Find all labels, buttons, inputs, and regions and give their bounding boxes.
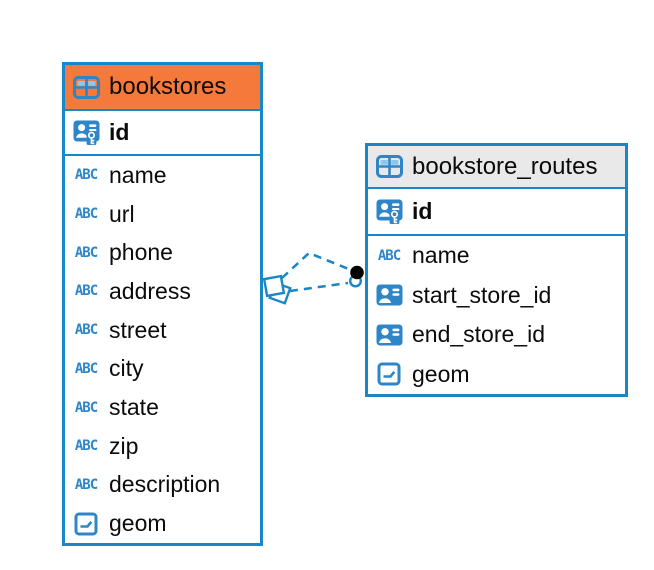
column-row-phone[interactable]: ABC phone — [65, 233, 260, 272]
column-row-city[interactable]: ABC city — [65, 350, 260, 389]
primary-key-icon — [71, 120, 101, 146]
column-row-start_store_id[interactable]: start_store_id — [368, 276, 625, 316]
relationship-line-upper[interactable] — [281, 251, 352, 279]
column-name: phone — [109, 239, 173, 266]
column-row-street[interactable]: ABC street — [65, 311, 260, 350]
column-name: street — [109, 316, 167, 343]
column-row-geom[interactable]: geom — [65, 504, 260, 543]
text-icon: ABC — [74, 476, 98, 493]
column-list: id ABC name ABC url ABC phone ABC addres… — [65, 111, 260, 543]
text-icon: ABC — [74, 283, 98, 300]
foreign-key-icon — [374, 284, 404, 306]
text-icon: ABC — [74, 322, 98, 339]
column-list: id ABC name start_store_id end_store_id … — [368, 189, 625, 394]
text-icon: ABC — [377, 247, 401, 264]
column-name: id — [412, 198, 433, 224]
text-icon: ABC — [74, 206, 98, 223]
column-name: state — [109, 394, 159, 421]
column-name: zip — [109, 432, 139, 459]
column-row-id[interactable]: id — [368, 189, 625, 236]
column-name: geom — [412, 360, 470, 387]
table-header[interactable]: bookstore_routes — [368, 146, 625, 189]
column-name: geom — [109, 510, 167, 537]
geometry-icon — [71, 512, 101, 536]
column-row-zip[interactable]: ABC zip — [65, 427, 260, 466]
column-row-geom[interactable]: geom — [368, 355, 625, 395]
primary-key-icon — [374, 199, 404, 225]
table-title: bookstores — [109, 73, 227, 100]
text-icon: ABC — [74, 399, 98, 416]
text-icon: ABC — [74, 360, 98, 377]
entity-table-bookstores[interactable]: bookstores id ABC name ABC url ABC phone… — [62, 62, 263, 546]
text-icon: ABC — [74, 438, 98, 455]
one-end-icon — [349, 265, 364, 288]
column-name: city — [109, 355, 144, 382]
column-row-address[interactable]: ABC address — [65, 272, 260, 311]
column-row-url[interactable]: ABC url — [65, 195, 260, 234]
column-row-state[interactable]: ABC state — [65, 388, 260, 427]
table-icon — [374, 155, 404, 178]
column-row-name[interactable]: ABC name — [65, 156, 260, 195]
column-row-id[interactable]: id — [65, 111, 260, 156]
many-end-icon — [262, 274, 292, 305]
foreign-key-icon — [374, 324, 404, 346]
entity-table-bookstore-routes[interactable]: bookstore_routes id ABC name start_store… — [365, 143, 628, 397]
table-icon — [71, 75, 101, 99]
geometry-icon — [374, 362, 404, 386]
column-name: id — [109, 119, 130, 145]
relationship-line-lower[interactable] — [289, 281, 349, 293]
text-icon: ABC — [74, 244, 98, 261]
table-header[interactable]: bookstores — [65, 65, 260, 111]
column-name: address — [109, 277, 191, 304]
column-name: name — [412, 242, 470, 269]
column-row-description[interactable]: ABC description — [65, 466, 260, 505]
column-name: end_store_id — [412, 321, 545, 348]
column-name: description — [109, 471, 221, 498]
column-name: name — [109, 161, 167, 188]
column-row-name[interactable]: ABC name — [368, 236, 625, 276]
column-name: url — [109, 200, 135, 227]
column-row-end_store_id[interactable]: end_store_id — [368, 315, 625, 355]
column-name: start_store_id — [412, 281, 552, 308]
table-title: bookstore_routes — [412, 152, 598, 180]
text-icon: ABC — [74, 167, 98, 184]
